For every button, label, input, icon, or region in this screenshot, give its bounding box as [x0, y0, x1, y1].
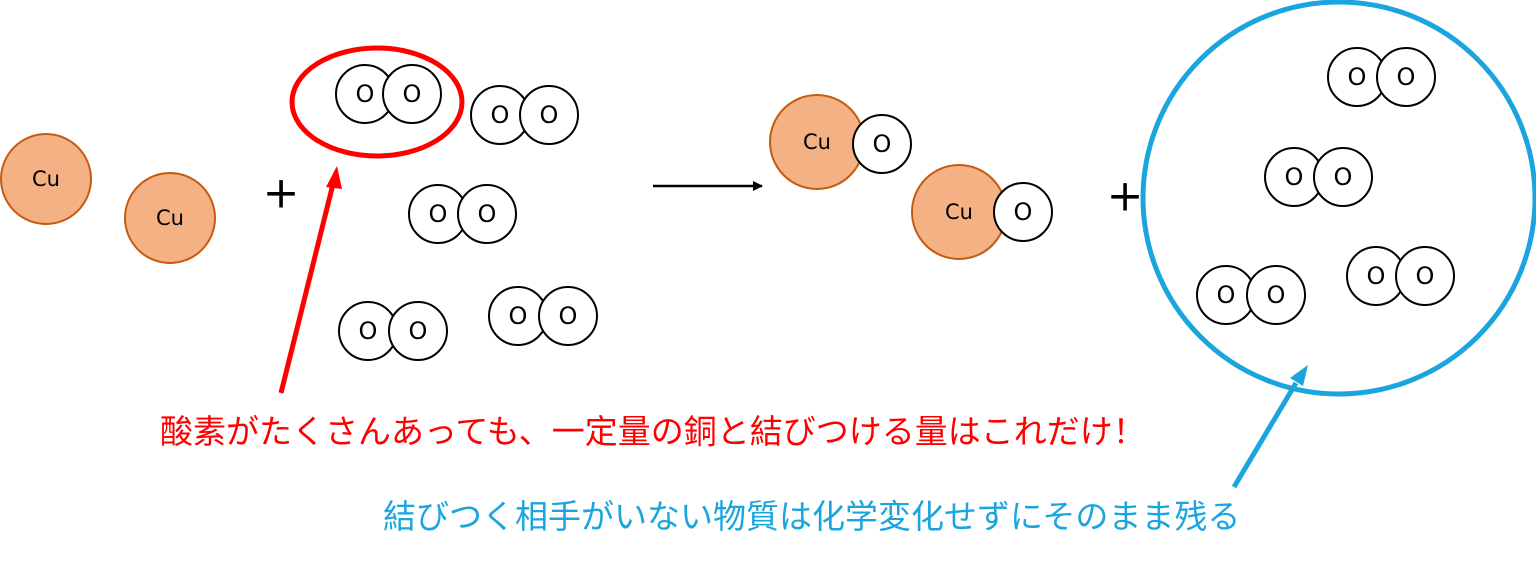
oxygen-molecule: O O: [408, 184, 517, 244]
oxygen-symbol: O: [540, 101, 559, 129]
plus-sign-right: +: [1107, 171, 1144, 222]
oxygen-symbol: O: [873, 130, 892, 158]
oxygen-symbol: O: [509, 302, 528, 330]
oxygen-symbol: O: [1285, 163, 1304, 191]
arrow-blue-head: [1290, 365, 1308, 386]
oxygen-symbol: O: [491, 101, 510, 129]
oxygen-symbol: O: [1217, 281, 1236, 309]
oxygen-symbol: O: [1367, 262, 1386, 290]
annotation-blue: 結びつく相手がいない物質は化学変化せずにそのまま残る: [383, 497, 1241, 536]
oxygen-symbol: O: [1397, 63, 1416, 91]
oxygen-molecule-leftover: O O: [1346, 246, 1455, 306]
oxygen-symbol: O: [1267, 281, 1286, 309]
arrow-red-head: [326, 166, 342, 189]
plus-sign-left: +: [263, 168, 300, 219]
oxygen-symbol: O: [1348, 63, 1367, 91]
copper-symbol: Cu: [156, 206, 184, 230]
oxygen-symbol: O: [429, 200, 448, 228]
oxygen-molecule-leftover: O O: [1196, 265, 1306, 325]
arrow-red-shaft: [278, 183, 336, 394]
oxygen-symbol: O: [359, 317, 378, 345]
oxygen-molecule: O O: [470, 85, 579, 145]
oxygen-symbol: O: [478, 200, 497, 228]
oxygen-symbol: O: [403, 80, 422, 108]
oxygen-molecule-highlighted: O O: [335, 64, 442, 124]
oxygen-symbol: O: [1014, 198, 1033, 226]
oxygen-molecule-leftover: O O: [1327, 47, 1436, 107]
annotation-red: 酸素がたくさんあっても、一定量の銅と結びつける量はこれだけ！: [160, 412, 1146, 451]
copper-symbol: Cu: [803, 130, 831, 154]
copper-symbol: Cu: [32, 167, 60, 191]
oxygen-symbol: O: [356, 80, 375, 108]
copper-atom-reactant-1: Cu: [0, 133, 92, 225]
copper-symbol: Cu: [945, 200, 973, 224]
copper-oxide-unit-1: Cu O: [769, 94, 912, 190]
arrow-blue-shaft: [1231, 381, 1299, 489]
oxygen-symbol: O: [1416, 262, 1435, 290]
copper-oxide-unit-2: Cu O: [911, 164, 1053, 260]
oxygen-molecule-leftover: O O: [1264, 147, 1373, 207]
oxygen-symbol: O: [409, 317, 428, 345]
oxygen-symbol: O: [559, 302, 578, 330]
highlight-ellipse-red: [289, 45, 465, 159]
oxygen-molecule: O O: [488, 286, 598, 346]
highlight-circle-blue: [1140, 0, 1536, 397]
copper-atom-reactant-2: Cu: [124, 172, 216, 264]
oxygen-molecule: O O: [338, 301, 448, 361]
oxygen-symbol: O: [1334, 163, 1353, 191]
